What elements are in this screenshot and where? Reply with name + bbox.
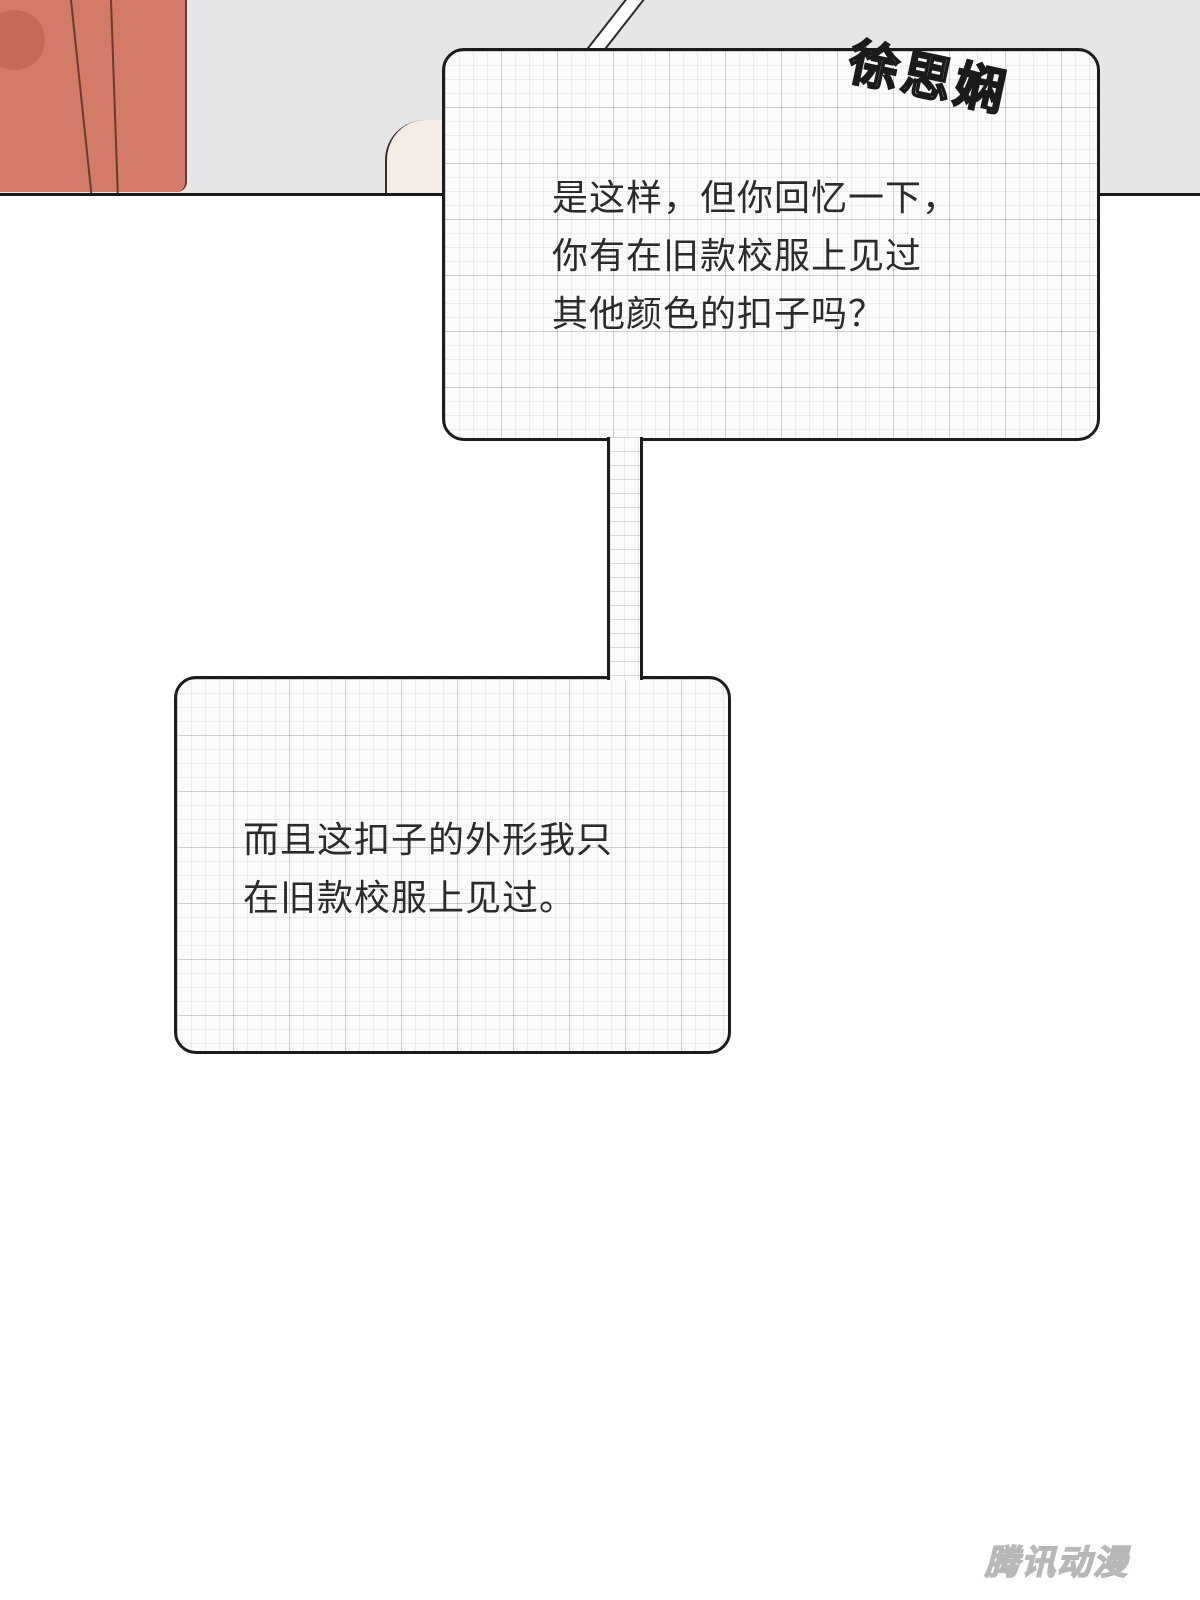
dialogue-line: 是这样，但你回忆一下，	[552, 178, 960, 219]
dialogue-line: 而且这扣子的外形我只	[243, 820, 614, 861]
dialogue-line: 在旧款校服上见过。	[243, 878, 577, 919]
bubble-2-text: 而且这扣子的外形我只 在旧款校服上见过。	[243, 812, 613, 928]
dialogue-line: 你有在旧款校服上见过	[552, 236, 923, 277]
hair-strand	[110, 0, 119, 193]
hair-strand	[70, 0, 93, 193]
watermark-logo: 腾讯动漫	[984, 1542, 1129, 1584]
bubble-1-text: 是这样，但你回忆一下， 你有在旧款校服上见过 其他颜色的扣子吗？	[552, 170, 959, 344]
hair-shadow	[0, 10, 45, 70]
speech-bubble-1	[442, 48, 1100, 441]
character-collar	[385, 120, 447, 193]
character-hair	[0, 0, 187, 193]
speech-bubble-2	[174, 676, 731, 1054]
bubble-connector	[607, 437, 643, 680]
dialogue-line: 其他颜色的扣子吗？	[552, 294, 886, 335]
